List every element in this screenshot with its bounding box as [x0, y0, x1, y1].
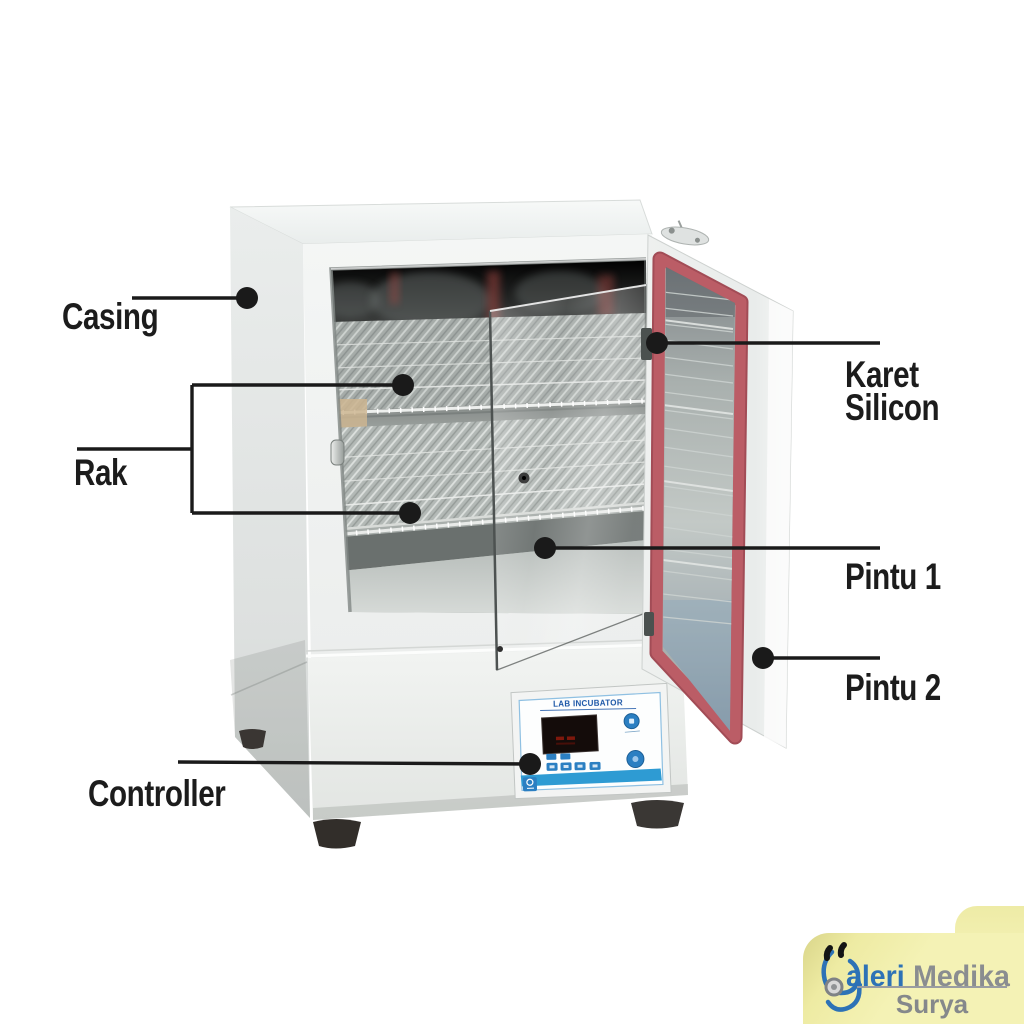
label-pintu-2: Pintu 2 [845, 667, 941, 708]
leader-line-controller [177, 760, 531, 766]
foot-front-right [631, 800, 684, 829]
outer-door-edge-highlight [764, 299, 793, 748]
door-hinge-low [644, 612, 654, 636]
label-controller: Controller [88, 773, 226, 814]
stethoscope-icon [821, 942, 862, 1012]
label-dot-rak-lower [399, 502, 421, 524]
red-post-reflection [390, 272, 399, 304]
controller-title: LAB INCUBATOR [539, 697, 637, 712]
label-dot-pintu-1 [534, 537, 556, 559]
opening-glint [330, 258, 647, 270]
display-digit [555, 736, 564, 741]
inner-glass-door [488, 284, 649, 671]
brand-subtitle: Surya [895, 989, 969, 1019]
door-latch-handle [330, 439, 345, 466]
reflection-blob [331, 282, 380, 318]
outer-door [641, 234, 794, 749]
controller-stripe [520, 768, 662, 787]
foot-rear-left [239, 729, 266, 749]
label-casing: Casing [62, 296, 159, 337]
display-digit [566, 736, 575, 740]
foot-front-left [313, 819, 361, 849]
label-dot-karet-silicon [646, 332, 668, 354]
controller-panel [510, 682, 672, 800]
controller-logo-badge [522, 777, 538, 792]
label-dot-rak-upper [392, 374, 414, 396]
glass-door-top-glint [489, 284, 647, 312]
door-hinge-top [660, 220, 710, 246]
label-karet-silicon: Karet Silicon [845, 354, 940, 428]
cabinet-left-crease [230, 661, 308, 696]
reflection-blob [370, 272, 490, 328]
brand-divider [857, 986, 1007, 988]
leader-line-rak [77, 383, 410, 515]
label-karet-line2: Silicon [845, 386, 940, 428]
label-dot-controller [519, 753, 541, 775]
glass-door-pivot [497, 646, 503, 652]
glass-door-edge [488, 310, 499, 671]
label-dot-casing [236, 287, 258, 309]
controller-display [541, 714, 599, 755]
label-karet-line1: Karet [845, 354, 919, 395]
label-rak: Rak [74, 452, 128, 493]
controller-buttons [546, 713, 645, 772]
label-dot-pintu-2 [752, 647, 774, 669]
cabinet-left-panel-shadow [230, 640, 310, 818]
label-pintu-1: Pintu 1 [845, 556, 941, 597]
